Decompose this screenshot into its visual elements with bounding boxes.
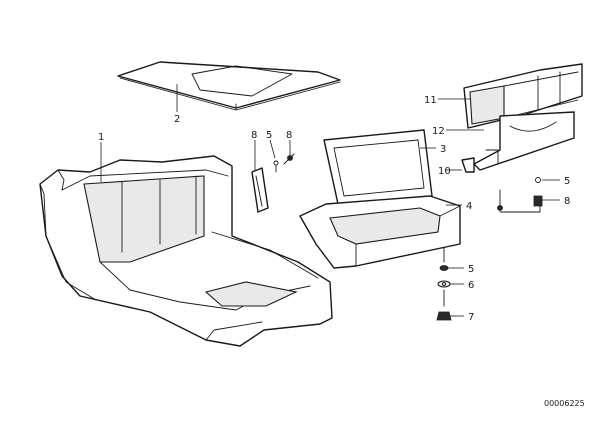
part-11-cassette-holder xyxy=(463,63,583,129)
callout-1: 1 xyxy=(98,132,104,143)
callout-labels: 1 2 8 5 8 3 4 12 10 11 5 8 5 6 7 0000622… xyxy=(98,95,585,408)
callout-5-bracket: 5 xyxy=(564,176,570,187)
leader-lines xyxy=(100,84,560,317)
fastener-stack xyxy=(436,247,452,321)
callout-5-stack: 5 xyxy=(468,264,474,275)
callout-10: 10 xyxy=(438,166,451,177)
callout-8-screw: 8 xyxy=(286,130,292,141)
part-1-center-console xyxy=(39,155,333,347)
document-number: 00006225 xyxy=(544,399,585,408)
part-3-lid xyxy=(323,129,433,205)
callout-5-strip: 5 xyxy=(266,130,272,141)
part-2-cover-plate xyxy=(117,61,341,111)
callout-11: 11 xyxy=(424,95,437,106)
part-10-bracket xyxy=(461,111,575,173)
callout-3: 3 xyxy=(440,144,446,155)
bracket-fasteners xyxy=(497,177,543,213)
callout-6: 6 xyxy=(468,280,474,291)
callout-8-bracket: 8 xyxy=(564,196,570,207)
part-4-storage-tray xyxy=(299,195,461,269)
callout-12: 12 xyxy=(432,126,445,137)
part-strip-and-screws xyxy=(251,153,295,213)
callout-2: 2 xyxy=(174,114,180,125)
callout-8-strip: 8 xyxy=(251,130,257,141)
callout-7: 7 xyxy=(468,312,474,323)
callout-4: 4 xyxy=(466,201,472,212)
